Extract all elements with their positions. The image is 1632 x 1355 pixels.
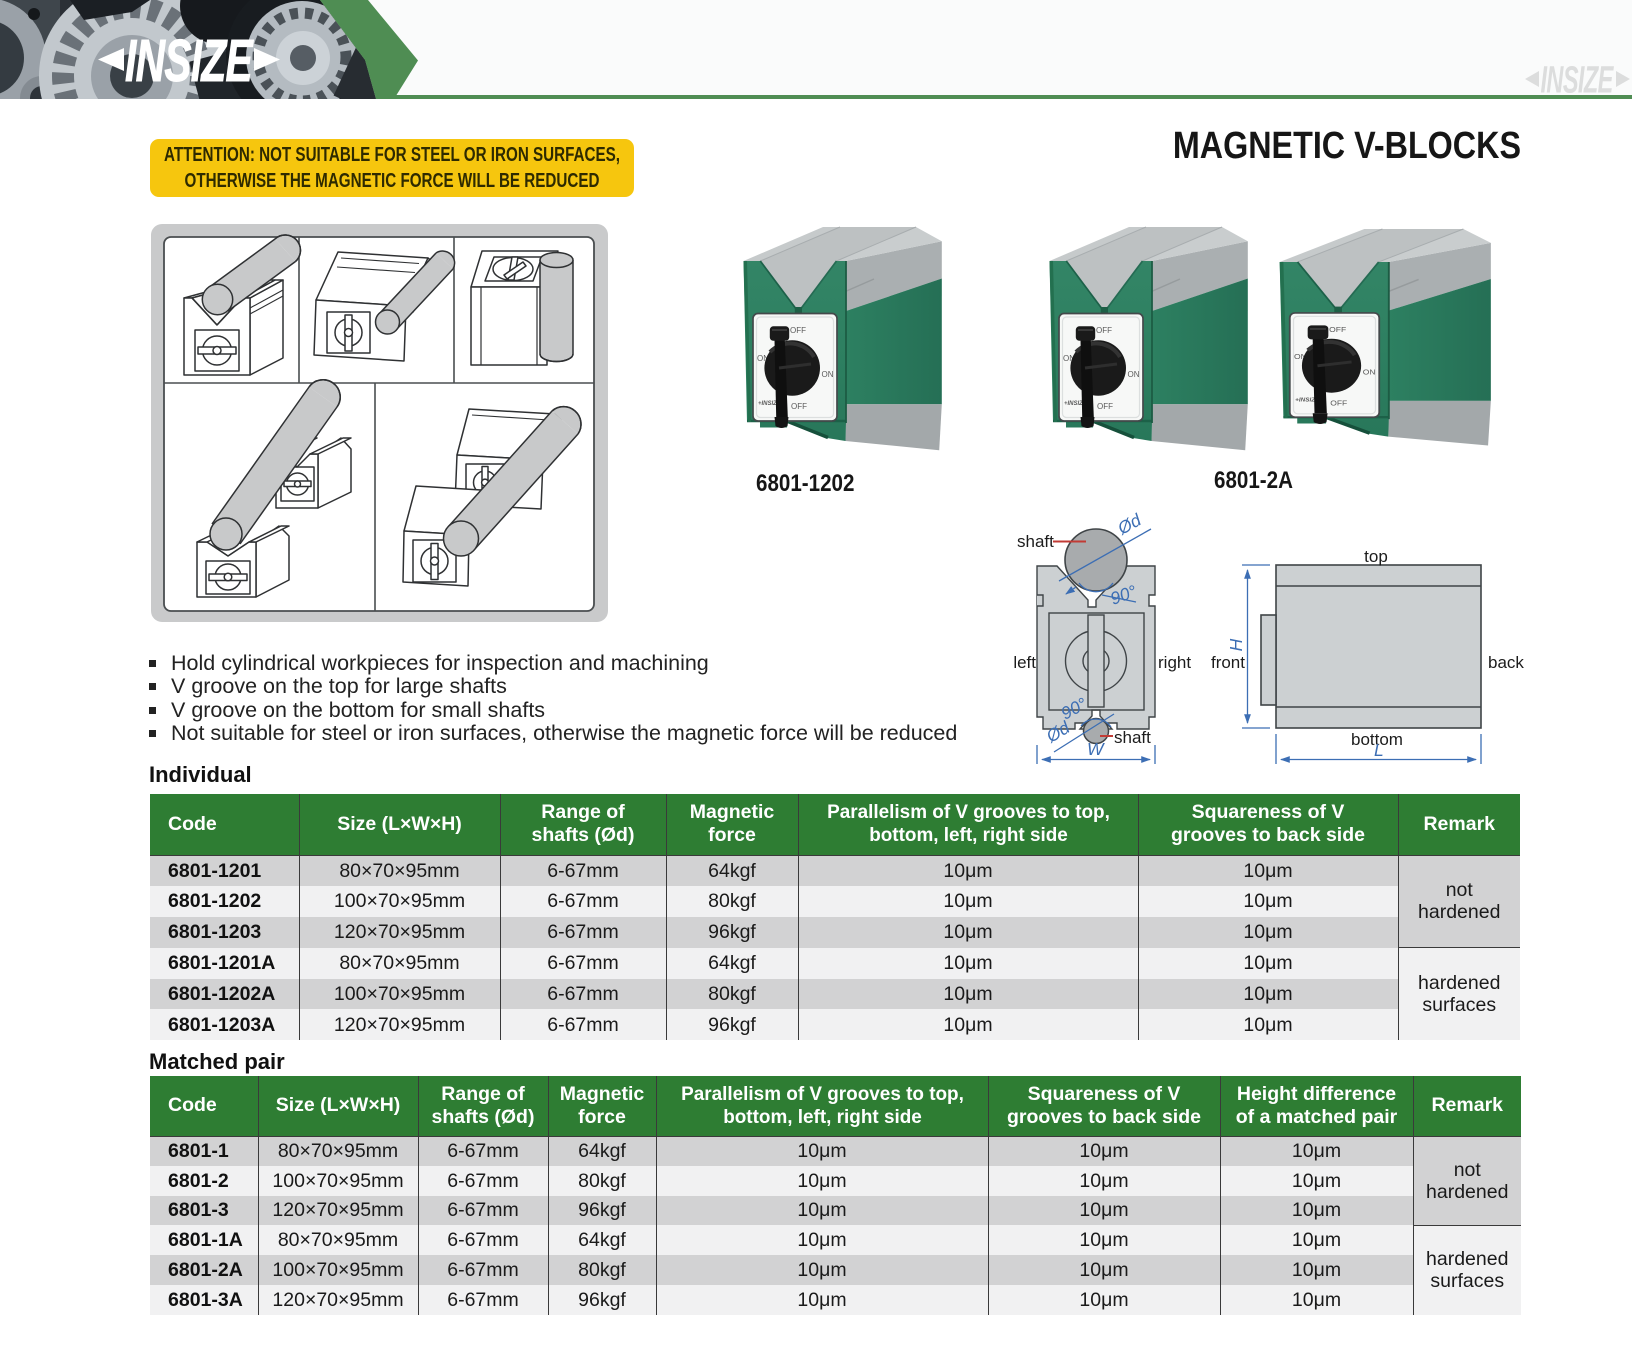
svg-text:shaft: shaft xyxy=(1114,728,1151,747)
svg-text:L: L xyxy=(1374,740,1384,760)
svg-text:front: front xyxy=(1211,653,1245,672)
svg-text:W: W xyxy=(1087,739,1105,759)
svg-text:shaft: shaft xyxy=(1017,532,1054,551)
svg-text:H: H xyxy=(1226,638,1246,651)
svg-text:right: right xyxy=(1158,653,1191,672)
svg-text:bottom: bottom xyxy=(1351,730,1403,749)
svg-text:back: back xyxy=(1488,653,1524,672)
svg-text:left: left xyxy=(1013,653,1036,672)
svg-text:INSIZE: INSIZE xyxy=(125,27,254,93)
svg-text:top: top xyxy=(1364,547,1388,566)
svg-text:INSIZE: INSIZE xyxy=(1541,62,1614,98)
